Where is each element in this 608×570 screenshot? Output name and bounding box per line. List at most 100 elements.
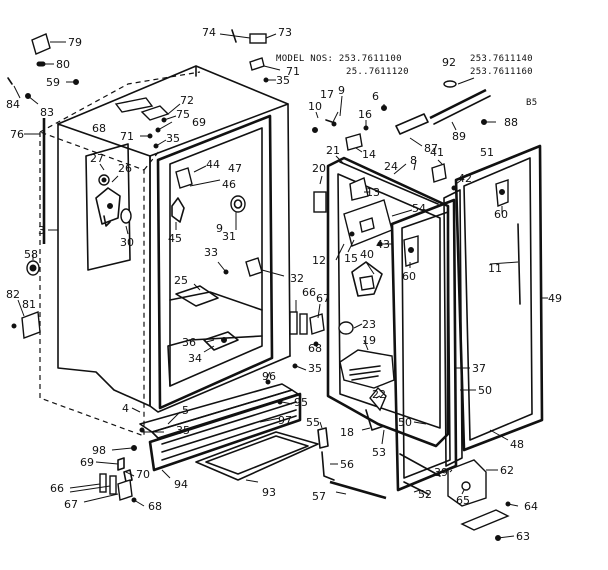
dispenser-40-core	[359, 275, 375, 291]
callout-80: 80	[56, 58, 70, 71]
callout-39: 39	[434, 466, 448, 479]
bracket-32	[245, 257, 263, 277]
leader-lines	[13, 33, 548, 539]
door-gasket-37	[443, 189, 463, 467]
sheet-code: B5	[526, 98, 537, 108]
callout-17: 17	[320, 88, 334, 101]
callout-64: 64	[524, 500, 538, 513]
callout-72: 72	[180, 94, 194, 107]
callout-69b: 69	[80, 456, 94, 469]
chute-19	[339, 349, 395, 389]
door-bottom-parts	[317, 427, 511, 541]
door-liner-frame	[326, 156, 450, 448]
hinge-62-pin	[461, 481, 471, 491]
cabinet-top	[57, 65, 289, 157]
callout-57: 57	[312, 490, 326, 503]
callout-35d: 35	[176, 424, 190, 437]
pin-17	[325, 119, 333, 123]
callout-50b: 50	[398, 416, 412, 429]
hinge-cover-64	[460, 509, 510, 531]
callout-labels: 79 80 59 84 83 76 74 73 71 35 72 75 69 6…	[6, 26, 562, 543]
door-liner-assembly	[313, 156, 450, 448]
callout-82: 82	[6, 288, 20, 301]
callout-32: 32	[290, 272, 304, 285]
callout-3: 3	[38, 224, 45, 237]
callout-65: 65	[456, 494, 470, 507]
gasket-52	[399, 453, 441, 495]
drain-36-center	[221, 337, 227, 343]
callout-63: 63	[516, 530, 530, 543]
callout-35b: 35	[166, 132, 180, 145]
callout-30: 30	[120, 236, 134, 249]
bracket-79	[31, 33, 51, 55]
bracket-66a	[289, 311, 298, 335]
hinge-67b	[117, 479, 133, 501]
door-panel-middle	[390, 198, 458, 492]
callout-71a: 71	[286, 65, 300, 78]
thermostat-26	[95, 187, 121, 225]
callout-58: 58	[24, 248, 38, 261]
callout-67b: 67	[64, 498, 78, 511]
bracket-81	[21, 311, 41, 339]
callout-49: 49	[548, 292, 562, 305]
callout-42: 42	[458, 172, 472, 185]
control-44	[175, 167, 193, 189]
callout-23: 23	[362, 318, 376, 331]
roller-58-hub	[29, 264, 37, 272]
cap-92	[443, 80, 457, 88]
callout-76: 76	[10, 128, 24, 141]
callout-71b: 71	[120, 130, 134, 143]
hinge-20	[313, 191, 327, 213]
callout-70: 70	[136, 468, 150, 481]
door-panel-54	[390, 198, 458, 492]
callout-14: 14	[362, 148, 376, 161]
callout-22: 22	[372, 388, 386, 401]
liner-shelf-support	[175, 285, 219, 307]
door-panel-54-inner	[401, 211, 451, 479]
callout-96: 96	[262, 370, 276, 383]
callout-53: 53	[372, 446, 386, 459]
callout-45: 45	[168, 232, 182, 245]
callout-46: 46	[222, 178, 236, 191]
callout-4: 4	[122, 402, 129, 415]
rod-56	[321, 451, 335, 481]
handle-45	[171, 197, 185, 223]
screw-35d	[139, 427, 145, 433]
callout-62: 62	[500, 464, 514, 477]
callout-11: 11	[488, 262, 502, 275]
pin-84	[7, 77, 13, 85]
callout-24: 24	[384, 160, 398, 173]
callout-40: 40	[360, 248, 374, 261]
callout-79: 79	[68, 36, 82, 49]
callout-15: 15	[344, 252, 358, 265]
callout-83: 83	[40, 106, 54, 119]
middle-hinge-parts	[289, 311, 325, 369]
dispenser-13	[349, 177, 369, 201]
door-liner-inner	[337, 173, 441, 429]
callout-20: 20	[312, 162, 326, 175]
door-panel-11-stripe	[517, 223, 521, 305]
bracket-14	[345, 133, 363, 151]
callout-97: 97	[278, 414, 292, 427]
callout-95: 95	[294, 396, 308, 409]
model-line-2: 25..7611120	[346, 67, 409, 77]
screw-35-top	[263, 77, 269, 83]
light-23	[338, 321, 354, 335]
cam-detail	[103, 215, 111, 227]
handle-89	[429, 88, 487, 120]
callout-92: 92	[442, 56, 456, 69]
callout-75: 75	[176, 108, 190, 121]
callout-9b: 9	[216, 222, 223, 235]
screw-96	[265, 379, 271, 385]
callout-56: 56	[340, 458, 354, 471]
callout-50a: 50	[478, 384, 492, 397]
cabinet-back-edge	[195, 65, 291, 357]
top-parts	[7, 29, 269, 244]
callout-89: 89	[452, 130, 466, 143]
callout-93: 93	[262, 486, 276, 499]
callout-84: 84	[6, 98, 20, 111]
callout-26: 26	[118, 162, 132, 175]
callout-60a: 60	[402, 270, 416, 283]
bracket-66d	[109, 475, 117, 495]
trim-87	[395, 113, 429, 135]
